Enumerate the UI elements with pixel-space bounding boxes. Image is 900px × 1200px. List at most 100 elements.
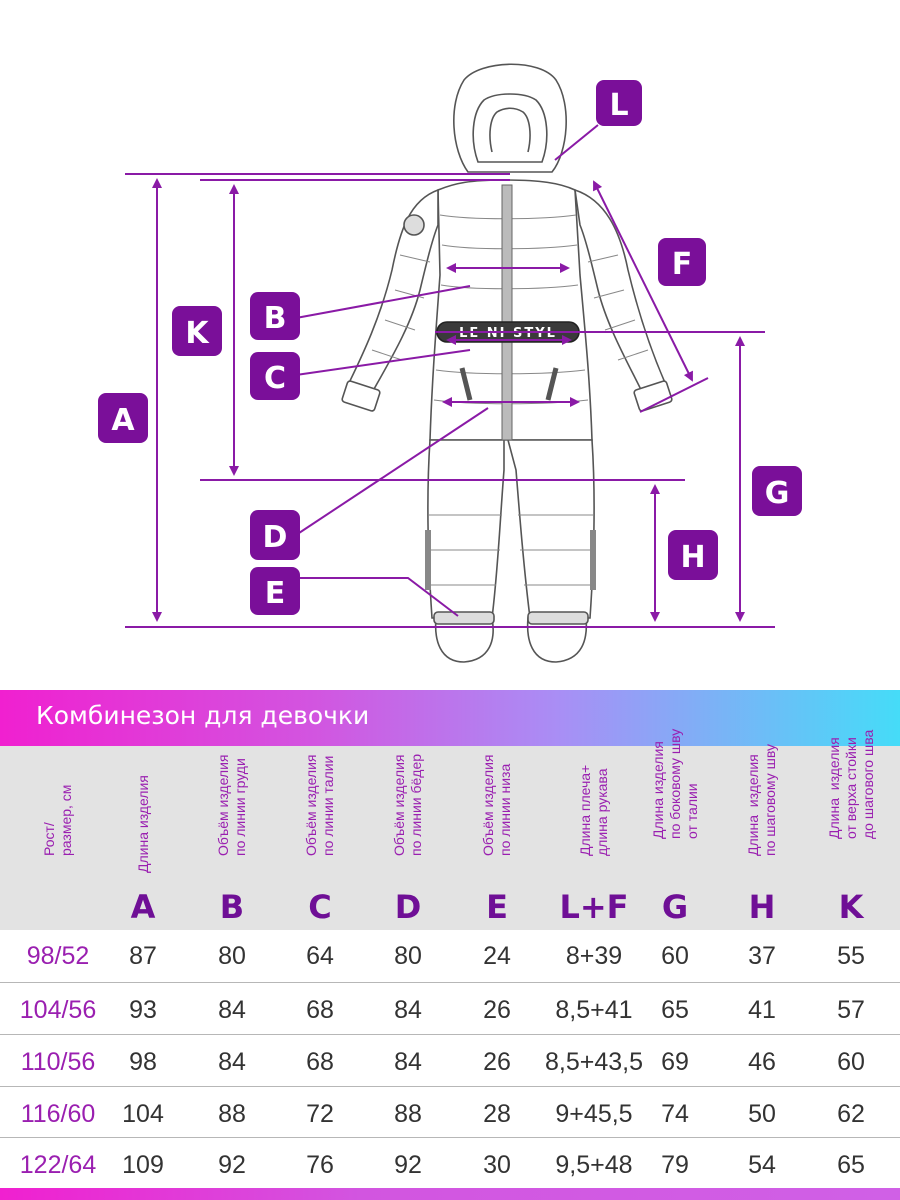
column-header-9: Длина изделия от верха стойки до шаговог… [806,730,896,930]
table-cell: 80 [394,942,422,970]
table-cell: 54 [748,1151,776,1179]
svg-text:L: L [609,88,628,123]
table-cell: 88 [218,1100,246,1128]
svg-text:G: G [765,476,790,511]
table-cell: 41 [748,996,776,1024]
table-cell: 62 [837,1100,865,1128]
row-divider [0,1034,900,1035]
column-header-label: Объём изделия по линии груди [215,754,248,857]
svg-text:F: F [672,247,693,282]
table-cell: 72 [306,1100,334,1128]
label-G: G [752,466,802,516]
svg-text:D: D [263,520,288,555]
product-title: Комбинезон для девочки [36,701,370,730]
jumpsuit-illustration [341,63,673,663]
row-divider [0,1086,900,1087]
table-cell: 92 [218,1151,246,1179]
column-header-label: Длина изделия от верха стойки до шаговог… [825,729,876,839]
bottom-accent-bar [0,1188,900,1200]
column-header-label: Объём изделия по линии бёдер [391,753,424,856]
table-cell: 98 [129,1048,157,1076]
label-L: L [596,80,642,126]
table-cell: 26 [483,1048,511,1076]
table-cell: 87 [129,942,157,970]
column-header-letter: A [130,888,156,926]
foot-left [434,617,494,663]
table-cell: 55 [837,942,865,970]
label-H: H [668,530,718,580]
column-header-label: Объём изделия по линии низа [480,754,513,857]
table-cell: 84 [218,996,246,1024]
hood-opening [472,93,548,163]
table-cell: 68 [306,1048,334,1076]
table-cell: 8,5+41 [555,996,633,1024]
table-cell: 60 [661,942,689,970]
label-K: K [172,306,222,356]
column-header-label: Длина изделия по шаговому шву [745,744,778,856]
table-cell: 65 [837,1151,865,1179]
table-cell: 57 [837,996,865,1024]
label-C: C [250,352,300,400]
measurement-diagram: LE NI STYL L F B K [98,63,802,663]
table-cell: 74 [661,1100,689,1128]
table-cell: 92 [394,1151,422,1179]
leg-left [427,439,505,619]
table-cell: 60 [837,1048,865,1076]
table-cell-size: 110/56 [20,1048,96,1076]
table-cell: 68 [306,996,334,1024]
svg-text:C: C [264,361,286,396]
column-header-label: Длина плеча+ длина рукава [577,764,610,856]
column-header-letter: D [394,888,422,926]
column-header-letter: C [308,888,332,926]
table-cell: 76 [306,1151,334,1179]
zipper [501,184,513,441]
column-header-letter: L+F [559,888,629,926]
table-cell: 65 [661,996,689,1024]
table-cell: 93 [129,996,157,1024]
column-header-letter: K [838,888,864,926]
label-E: E [250,567,300,615]
table-cell-size: 122/64 [19,1151,97,1179]
table-cell: 64 [306,942,334,970]
column-header-label: Объём изделия по линии талии [303,754,336,857]
table-cell: 46 [748,1048,776,1076]
label-F: F [658,238,706,286]
table-cell: 80 [218,942,246,970]
table-cell: 84 [218,1048,246,1076]
table-cell: 84 [394,996,422,1024]
column-header-label: Длина изделия [134,775,151,873]
leg-right [506,439,595,619]
svg-text:K: K [185,316,210,351]
table-cell: 9,5+48 [555,1151,633,1179]
column-header-label: Длина изделия по боковому шву от талии [649,728,700,839]
table-cell: 84 [394,1048,422,1076]
column-header-letter: H [748,888,776,926]
belt-print: LE NI STYL [459,326,557,341]
table-cell: 109 [122,1151,164,1179]
table-cell-size: 104/56 [19,996,97,1024]
column-header-letter: G [661,888,689,926]
table-cell: 28 [483,1100,511,1128]
label-A: A [98,393,148,443]
svg-text:H: H [680,540,705,575]
foot-right [526,617,588,663]
svg-text:A: A [111,403,135,438]
column-header-letter: B [219,888,245,926]
column-header-label: Рост/ размер, см [41,784,74,856]
title-bar: Комбинезон для девочки [0,690,900,746]
table-cell: 37 [748,942,776,970]
table-cell: 8+39 [565,942,623,970]
